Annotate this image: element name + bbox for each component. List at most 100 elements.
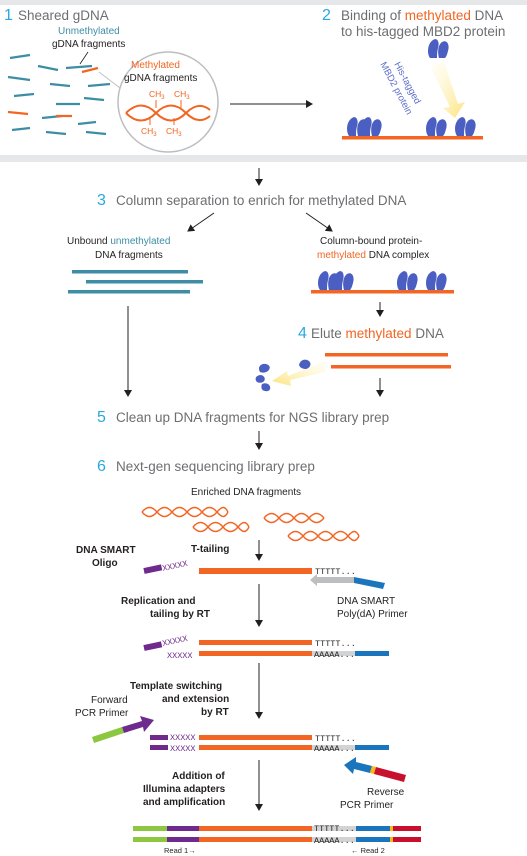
bound-label-2: methylated DNA complex [317, 250, 429, 261]
smart-oligo-a: XXXXX [143, 559, 189, 574]
final-library-bottom [133, 837, 421, 842]
ch3-label: CH3 [141, 126, 157, 138]
mbd2-protein [455, 117, 476, 136]
enriched-helices [141, 506, 360, 542]
mbd2-protein [361, 117, 382, 136]
polyA-primer-label: DNA SMART [337, 596, 395, 607]
a-tail: AAAAA... [314, 744, 355, 754]
step5-number: 5 [97, 409, 106, 426]
unmethylated-label: Unmethylated [58, 26, 120, 37]
ch3-label: CH3 [149, 89, 165, 101]
x-seq: XXXXX [170, 744, 196, 754]
reverse-primer [344, 757, 406, 782]
step1-number: 1 [4, 7, 13, 24]
step6-number: 6 [97, 458, 106, 475]
final-library-top [133, 826, 421, 831]
t-tail: TTTTT... [315, 734, 356, 744]
top-panel [0, 0, 527, 162]
a-tail: AAAAA... [314, 650, 355, 660]
template-label: Template switching [130, 681, 222, 692]
step1: 1 Sheared gDNA Unmethylated gDNA fragmen… [4, 7, 313, 153]
step3: 3 Column separation to enrich for methyl… [67, 192, 454, 397]
step2-number: 2 [322, 7, 331, 24]
step2-title: Binding of methylated DNA [341, 8, 503, 23]
fragment-orange [199, 651, 312, 656]
a-tail-bg [312, 745, 356, 750]
template-label-3: by RT [201, 707, 229, 718]
step2-title-line2: to his-tagged MBD2 protein [341, 24, 505, 39]
forward-primer-label: Forward [91, 695, 128, 706]
smart-oligo-label-2: Oligo [92, 558, 118, 569]
mbd2-protein [426, 117, 447, 136]
polyA-primer-segment [355, 651, 389, 656]
fragment-orange [199, 735, 312, 740]
polyA-primer-label-2: Poly(dA) Primer [337, 609, 408, 620]
eluted-strand [325, 353, 448, 357]
fragment-orange [199, 640, 312, 645]
bound-strand [311, 290, 454, 294]
a-tail: AAAAA... [314, 836, 355, 846]
t-tail: TTTTT... [315, 639, 356, 649]
yellow-arrow [430, 62, 465, 118]
t-tail: TTTTT... [315, 567, 356, 577]
unmethylated-label-2: gDNA fragments [52, 39, 125, 50]
addition-label: Addition of [172, 771, 225, 782]
replication-label-2: tailing by RT [150, 609, 210, 620]
step6: 6 Next-gen sequencing library prep Enric… [75, 458, 421, 855]
dna-helix [125, 104, 211, 122]
methylated-strand [342, 136, 483, 140]
ch3-label: CH3 [166, 126, 182, 138]
x-bg [168, 735, 199, 740]
x-seq: XXXXX [170, 733, 196, 743]
t-tailing-label: T-tailing [191, 544, 229, 555]
fragment-orange [199, 745, 312, 750]
step5-title: Clean up DNA fragments for NGS library p… [116, 410, 389, 425]
bound-label: Column-bound protein- [320, 236, 422, 247]
read1-label: Read 1→ [164, 846, 196, 855]
unbound-label-2: DNA fragments [95, 250, 163, 261]
forward-primer-label-2: PCR Primer [75, 708, 129, 719]
unmeth-pointer [79, 51, 89, 65]
dna-helix [125, 104, 211, 122]
step3-title: Column separation to enrich for methylat… [116, 193, 406, 208]
mbd2-protein [333, 271, 354, 290]
step2: 2 Binding of methylated DNA to his-tagge… [322, 7, 505, 140]
mbd2-protein [426, 271, 447, 290]
smart-segment [150, 745, 168, 750]
template-label-2: and extension [162, 694, 229, 705]
step4: 4 Elute methylated DNA [255, 325, 451, 397]
smart-oligo-b: XXXXX [143, 634, 189, 651]
x-seq: XXXXX [167, 651, 193, 661]
eluted-strand [331, 365, 451, 369]
polyA-primer-segment [355, 745, 389, 750]
scattered-fragments [7, 53, 111, 136]
arrow-to-bound [305, 212, 333, 232]
fragment-orange [199, 568, 312, 574]
step4-title: Elute methylated DNA [311, 326, 444, 341]
polyA-primer [310, 574, 385, 589]
reverse-primer-label-2: PCR Primer [340, 800, 394, 811]
unbound-label: Unbound unmethylated [67, 236, 170, 247]
addition-label-2: Illumina adapters [143, 784, 226, 795]
step3-number: 3 [97, 192, 106, 209]
unbound-strand [72, 270, 188, 274]
read2-label: ← Read 2 [351, 846, 385, 855]
released-proteins [255, 359, 311, 392]
smart-oligo-label: DNA SMART [76, 545, 136, 556]
step5: 5 Clean up DNA fragments for NGS library… [97, 409, 389, 450]
t-tail: TTTTT... [314, 824, 355, 834]
step6-title: Next-gen sequencing library prep [116, 459, 315, 474]
yellow-arrow [272, 360, 327, 386]
methylated-label-2: gDNA fragments [124, 73, 197, 84]
ch3-label: CH3 [174, 89, 190, 101]
arrow-to-unbound [187, 212, 215, 232]
svg-text:XXXXX: XXXXX [162, 634, 189, 649]
enriched-label: Enriched DNA fragments [191, 487, 301, 498]
zoom-circle [117, 51, 219, 153]
smart-segment [150, 735, 168, 740]
forward-primer [92, 716, 154, 743]
step4-number: 4 [298, 325, 307, 342]
addition-label-3: and amplification [143, 797, 225, 808]
svg-text:XXXXX: XXXXX [162, 559, 189, 574]
